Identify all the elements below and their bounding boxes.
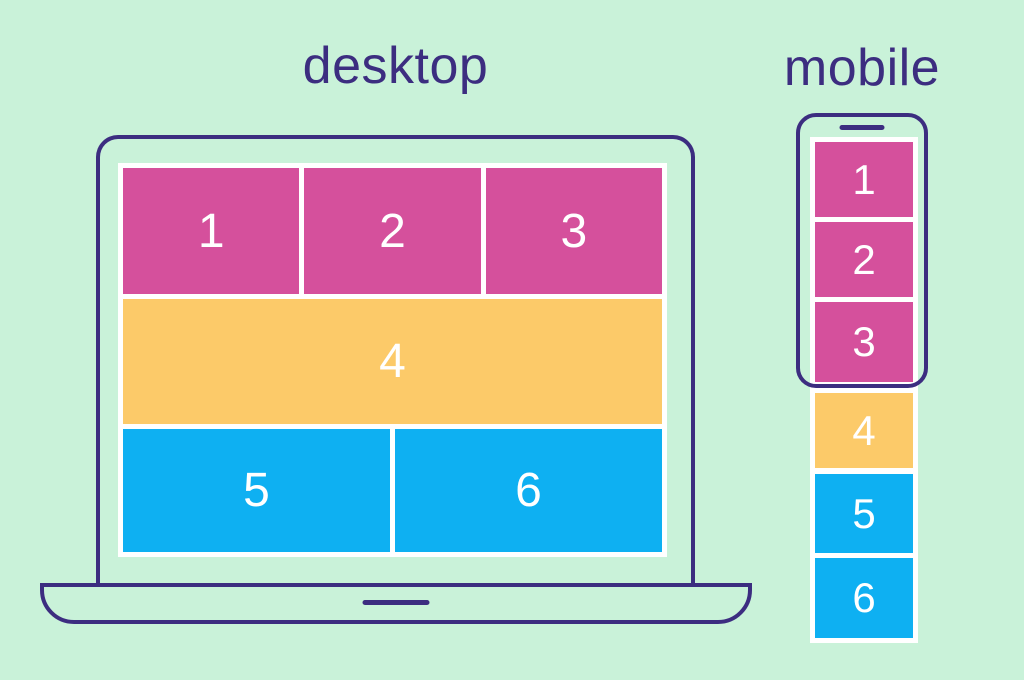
mobile-block-5: 5 bbox=[815, 474, 913, 553]
mobile-block-3: 3 bbox=[815, 302, 913, 382]
laptop-base bbox=[40, 583, 752, 624]
mobile-block-stack: 1 2 3 4 5 6 bbox=[810, 137, 918, 643]
mobile-title: mobile bbox=[783, 39, 941, 97]
desktop-block-4: 4 bbox=[123, 299, 662, 424]
desktop-block-2: 2 bbox=[304, 168, 481, 294]
mobile-block-6: 6 bbox=[815, 558, 913, 638]
desktop-grid: 1 2 3 4 5 6 bbox=[118, 163, 667, 557]
desktop-block-1: 1 bbox=[123, 168, 300, 294]
mobile-block-2: 2 bbox=[815, 222, 913, 297]
desktop-block-3: 3 bbox=[485, 168, 662, 294]
trackpad-notch-icon bbox=[362, 600, 430, 605]
desktop-block-6: 6 bbox=[394, 429, 662, 552]
desktop-block-5: 5 bbox=[123, 429, 390, 552]
mobile-block-1: 1 bbox=[815, 142, 913, 217]
phone-frame bbox=[796, 113, 928, 388]
speaker-icon bbox=[839, 125, 885, 130]
mobile-block-4: 4 bbox=[815, 393, 913, 468]
laptop-screen: 1 2 3 4 5 6 bbox=[96, 135, 695, 585]
desktop-title: desktop bbox=[302, 37, 489, 95]
